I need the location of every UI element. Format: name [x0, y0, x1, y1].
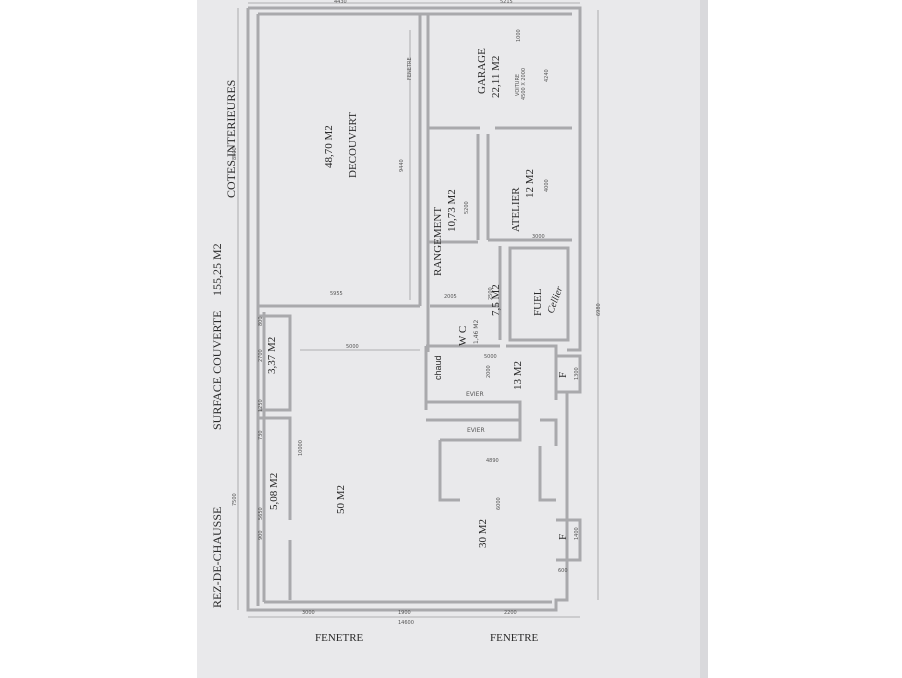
dim-5955: 5955 — [330, 291, 343, 297]
rangement-name: RANGEMENT — [432, 207, 444, 276]
wall-decouvert — [258, 14, 430, 352]
voiture-dim: 4500 X 2000 — [521, 68, 527, 100]
plan-sheet — [197, 0, 707, 678]
dim-1300: 1300 — [574, 367, 580, 380]
dim-4890: 4890 — [486, 458, 499, 464]
wall-fuel — [430, 246, 570, 342]
dim-5215: 5215 — [500, 0, 513, 5]
outer-wall — [246, 6, 582, 612]
atelier-area: 12 M2 — [524, 169, 536, 198]
dim-2005: 2005 — [444, 294, 457, 300]
dim-7500: 7500 — [232, 493, 238, 506]
dim-9440: 9440 — [399, 159, 405, 172]
wall-f — [556, 354, 582, 562]
dim-3000: 3000 — [532, 234, 545, 240]
inner-wall — [256, 12, 572, 606]
dim-600: 600 — [558, 568, 568, 574]
dim-2700: 2700 — [258, 349, 264, 362]
wc-area: 1,46 M2 — [473, 320, 480, 344]
dim-4000: 4000 — [544, 179, 550, 192]
dim-8500: 8500 — [232, 147, 238, 160]
dim-1400: 1400 — [574, 527, 580, 540]
dim-10000: 10000 — [298, 440, 304, 456]
wall-wc — [424, 344, 558, 410]
window-right: FENETRE — [490, 632, 539, 644]
cotes-label: COTES INTERIEURES — [224, 80, 238, 198]
wall-small-rooms — [258, 314, 292, 600]
dim-5000a: 5000 — [346, 344, 359, 350]
evier-2: EVIER — [467, 427, 485, 434]
decouvert-area: 48,70 M2 — [323, 125, 335, 168]
dim-1900: 1900 — [398, 610, 411, 616]
dim-6980: 6980 — [596, 303, 602, 316]
fuel-area: 7,5 M2 — [490, 284, 502, 316]
voiture-label: VOITURE — [515, 74, 521, 96]
sheet-shadow — [700, 0, 708, 678]
evier-1: EVIER — [466, 391, 484, 398]
walls — [246, 6, 582, 612]
dim-2200: 2200 — [504, 610, 517, 616]
surface-label: SURFACE COUVERTE — [210, 311, 224, 430]
garage-area: 22,11 M2 — [490, 56, 502, 98]
dim-4430: 4430 — [334, 0, 347, 5]
rangement-area: 10,73 M2 — [446, 189, 458, 232]
f-2: F — [557, 534, 569, 540]
small-room-area: 3,37 M2 — [266, 337, 278, 374]
dim-900: 900 — [258, 530, 264, 540]
room-13: 13 M2 — [512, 361, 524, 390]
dimension-lines — [237, 2, 599, 618]
atelier-name: ATELIER — [510, 187, 522, 232]
dim-1000: 1000 — [516, 29, 522, 42]
dim-6000: 6000 — [496, 497, 502, 510]
dim-5650: 5650 — [258, 507, 264, 520]
dim-5000b: 5000 — [484, 354, 497, 360]
dim-5200: 5200 — [464, 201, 470, 214]
dim-3000b: 3000 — [302, 610, 315, 616]
dim-14600: 14600 — [398, 620, 414, 626]
decouvert-name: DECOUVERT — [347, 112, 359, 178]
room-50: 50 M2 — [335, 485, 347, 514]
window-left: FENETRE — [315, 632, 364, 644]
chaud-label: chaud — [433, 355, 443, 380]
dim-800: 800 — [258, 316, 264, 326]
dimension-labels: 4430 5215 8500 9440 1000 4240 4000 5200 … — [232, 0, 602, 626]
dim-2000: 2000 — [486, 365, 492, 378]
wc-name: W C — [457, 326, 469, 346]
room-30: 30 M2 — [477, 519, 489, 548]
wall-kitchen — [426, 400, 558, 502]
fenetre-small: FENETRE — [407, 57, 413, 80]
f-1: F — [557, 372, 569, 378]
dim-730: 730 — [258, 430, 264, 440]
room-508: 5,08 M2 — [268, 473, 280, 510]
fuel-name: FUEL — [532, 288, 544, 316]
wall-rangement — [428, 134, 572, 244]
floor-title: REZ-DE-CHAUSSE — [210, 507, 224, 608]
dim-2500: 2500 — [488, 287, 494, 300]
dim-1250: 1250 — [258, 399, 264, 412]
dim-4240: 4240 — [544, 69, 550, 82]
surface-value: 155,25 M2 — [210, 243, 224, 296]
garage-name: GARAGE — [476, 48, 488, 94]
